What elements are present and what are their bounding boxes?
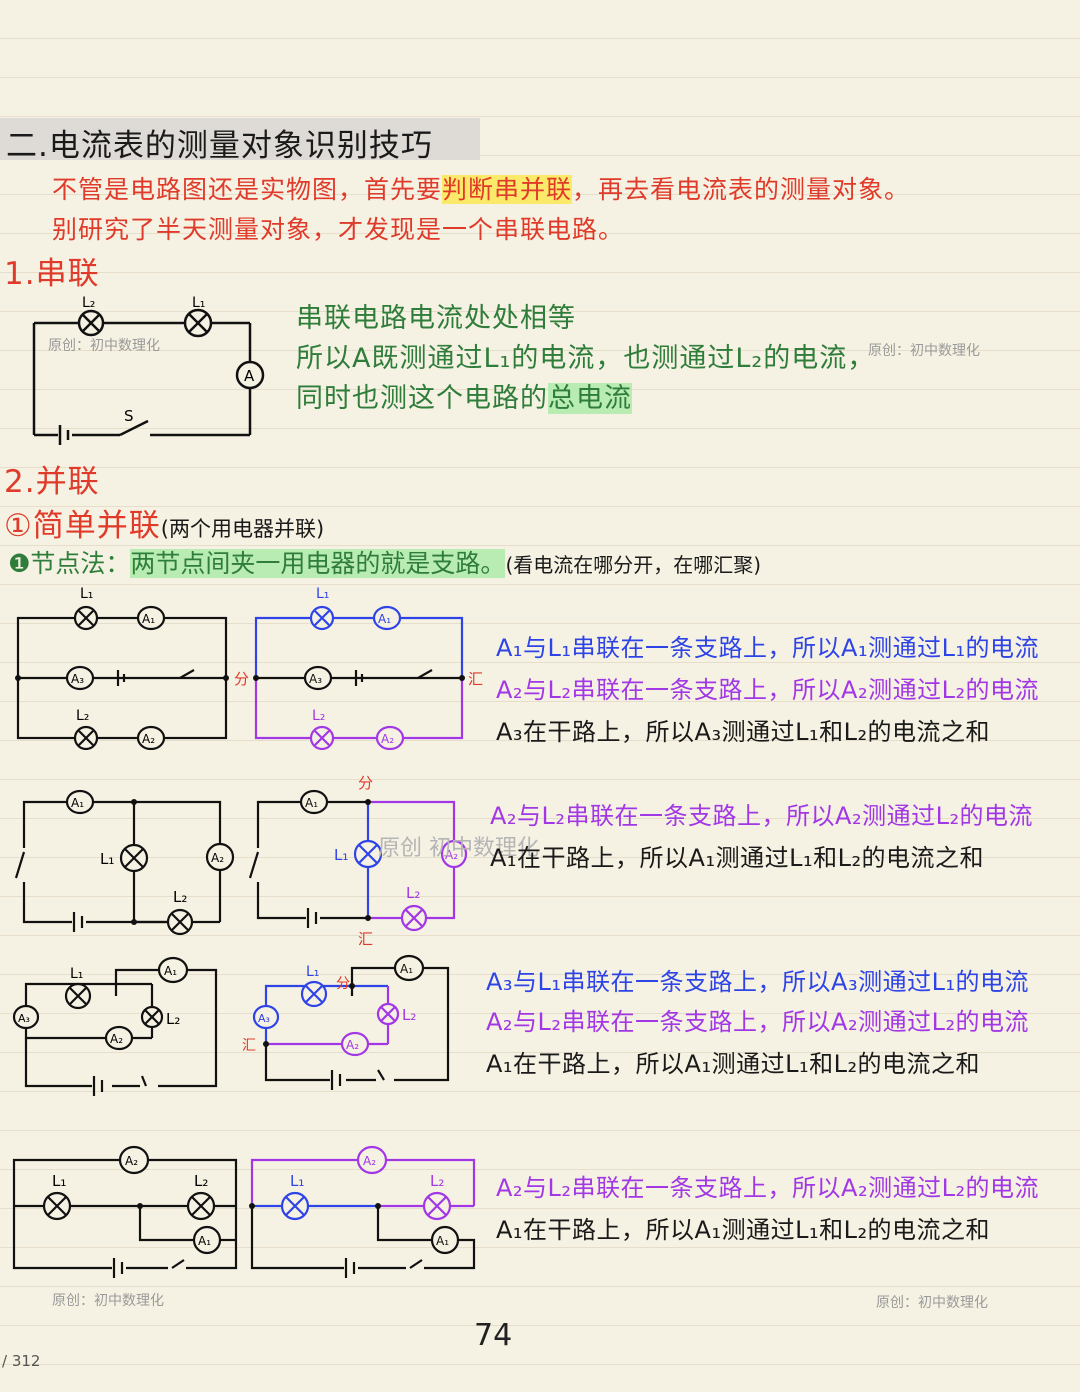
svg-text:A₃: A₃	[18, 1012, 30, 1025]
circuit-2-analysis: 分 汇 A₁ L₁ A₂ L₂	[248, 774, 468, 948]
explain-3-line-3: A₁在干路上，所以A₁测通过L₁和L₂的电流之和	[486, 1050, 981, 1078]
circuit-3-original: L₁ A₃ L₂ A₂ A₁	[12, 956, 218, 1096]
svg-text:分: 分	[234, 670, 249, 688]
label-l2: L₂	[82, 295, 95, 311]
circuit-3-analysis: 分 汇 L₁ A₃ L₂ A₂ A₁	[242, 954, 450, 1090]
svg-text:A₂: A₂	[346, 1038, 359, 1052]
label-s: S	[124, 407, 134, 425]
circuit-4-original: A₂ L₁ L₂ A₁	[12, 1145, 238, 1278]
page-number: 74	[474, 1318, 513, 1353]
svg-text:L₁: L₁	[52, 1172, 66, 1190]
svg-text:L₂: L₂	[312, 708, 325, 724]
svg-text:L₂: L₂	[430, 1172, 444, 1190]
svg-text:L₂: L₂	[173, 888, 187, 906]
svg-text:A₂: A₂	[142, 732, 155, 746]
svg-text:A₁: A₁	[142, 612, 155, 626]
circuit-1-analysis: 分 汇 L₁ A₁ A₃ L₂ A₂	[234, 586, 483, 750]
explain-1-line-1: A₁与L₁串联在一条支路上，所以A₁测通过L₁的电流	[496, 634, 1040, 662]
intro-line-2: 别研究了半天测量对象，才发现是一个串联电路。	[52, 215, 625, 244]
explain-1-line-3: A₃在干路上，所以A₃测通过L₁和L₂的电流之和	[496, 718, 991, 746]
circuit-4-analysis: A₂ L₁ L₂ A₁	[249, 1145, 476, 1278]
svg-text:A₂: A₂	[110, 1032, 123, 1046]
series-text-2: 所以A既测通过L₁的电流，也测通过L₂的电流，	[296, 343, 876, 374]
svg-text:A₁: A₁	[436, 1234, 449, 1248]
svg-text:A₁: A₁	[71, 796, 84, 810]
series-circuit: L₂ L₁ A S 原创：初中数理化	[32, 295, 265, 445]
simple-parallel: ①简单并联(两个用电器并联)	[4, 508, 325, 544]
svg-text:汇: 汇	[468, 670, 483, 688]
watermark-small: 原创：初中数理化	[48, 337, 160, 354]
series-text-3: 同时也测这个电路的总电流	[296, 383, 632, 414]
svg-text:A₃: A₃	[71, 672, 84, 686]
svg-text:L₂: L₂	[402, 1006, 416, 1024]
explain-1-line-2: A₂与L₂串联在一条支路上，所以A₂测通过L₂的电流	[496, 676, 1040, 704]
explain-2-line-2: A₁在干路上，所以A₁测通过L₁和L₂的电流之和	[490, 844, 985, 872]
series-heading: 1.串联	[4, 256, 100, 292]
svg-text:A₂: A₂	[381, 732, 394, 746]
watermark-footer-right: 原创：初中数理化	[876, 1295, 988, 1311]
svg-text:A₁: A₁	[378, 612, 391, 626]
svg-text:汇: 汇	[358, 930, 373, 948]
label-l1: L₁	[192, 295, 205, 311]
svg-text:A₂: A₂	[363, 1154, 376, 1168]
section-title-bar: 二.电流表的测量对象识别技巧	[0, 118, 480, 164]
watermark-center: 原创 初中数理化	[378, 836, 539, 861]
svg-text:汇: 汇	[242, 1038, 256, 1054]
svg-text:L₂: L₂	[194, 1172, 208, 1190]
svg-text:分: 分	[358, 774, 373, 792]
svg-text:A₂: A₂	[211, 851, 224, 865]
page-count: / 312	[2, 1352, 41, 1370]
svg-text:L₁: L₁	[316, 586, 329, 602]
svg-text:A₁: A₁	[198, 1234, 211, 1248]
svg-text:L₂: L₂	[166, 1010, 180, 1028]
explain-3-line-2: A₂与L₂串联在一条支路上，所以A₂测通过L₂的电流	[486, 1008, 1030, 1036]
svg-text:A₁: A₁	[164, 964, 177, 978]
svg-text:L₂: L₂	[76, 708, 89, 724]
section-title: 二.电流表的测量对象识别技巧	[6, 128, 433, 164]
parallel-heading: 2.并联	[4, 464, 100, 500]
svg-text:L₁: L₁	[334, 846, 348, 864]
svg-text:L₁: L₁	[100, 850, 114, 868]
explain-3-line-1: A₃与L₁串联在一条支路上，所以A₃测通过L₁的电流	[486, 968, 1030, 996]
svg-text:L₁: L₁	[80, 586, 93, 602]
svg-text:L₂: L₂	[406, 884, 420, 902]
explain-4-line-2: A₁在干路上，所以A₁测通过L₁和L₂的电流之和	[496, 1216, 991, 1244]
explain-2-line-1: A₂与L₂串联在一条支路上，所以A₂测通过L₂的电流	[490, 802, 1034, 830]
watermark-right: 原创：初中数理化	[868, 343, 980, 359]
svg-text:A₁: A₁	[400, 962, 413, 976]
svg-text:分: 分	[336, 976, 350, 992]
svg-text:A₂: A₂	[125, 1154, 138, 1168]
intro-line-1: 不管是电路图还是实物图，首先要判断串并联，再去看电流表的测量对象。	[52, 175, 911, 204]
svg-text:A₁: A₁	[305, 796, 318, 810]
series-text-1: 串联电路电流处处相等	[296, 303, 576, 334]
label-a: A	[244, 367, 255, 385]
svg-text:L₁: L₁	[70, 966, 83, 982]
circuit-1-original: L₁ A₁ A₃ L₂ A₂	[15, 586, 229, 750]
circuit-2-original: A₁ L₁ A₂ L₂	[14, 789, 235, 936]
highlight-judge: 判断串并联	[442, 175, 573, 204]
node-method: ❶节点法：两节点间夹一用电器的就是支路。(看电流在哪分开，在哪汇聚)	[8, 549, 762, 578]
svg-text:A₃: A₃	[258, 1012, 270, 1025]
svg-text:A₃: A₃	[309, 672, 322, 686]
svg-text:L₁: L₁	[290, 1172, 304, 1190]
watermark-footer-left: 原创：初中数理化	[52, 1293, 164, 1309]
svg-text:L₁: L₁	[306, 964, 319, 980]
explain-4-line-1: A₂与L₂串联在一条支路上，所以A₂测通过L₂的电流	[496, 1174, 1040, 1202]
svg-text:A₂: A₂	[445, 848, 458, 862]
